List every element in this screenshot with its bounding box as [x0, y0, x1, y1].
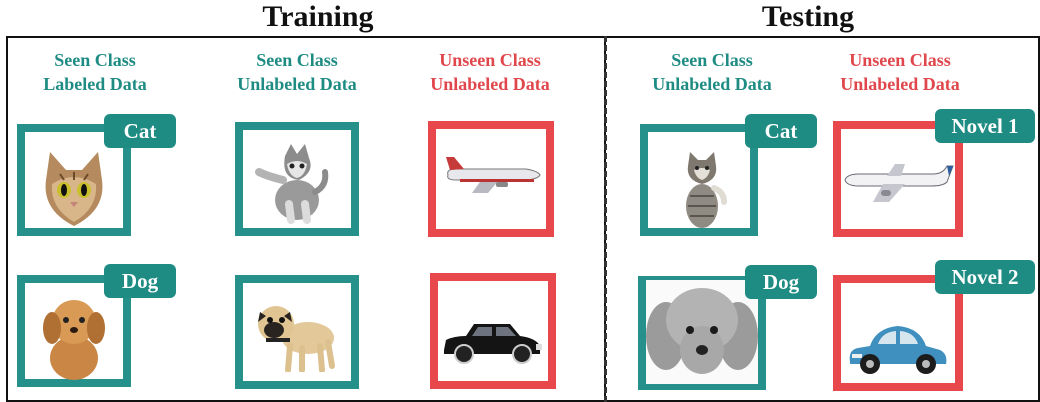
dog-label-tag: Dog [104, 264, 176, 298]
fluffy-puppy-image [43, 300, 105, 380]
test-novel1-box [833, 121, 963, 237]
labeled-dog-box [17, 275, 131, 387]
vintage-car-image [444, 324, 542, 364]
test-dog-tag: Dog [745, 265, 817, 299]
testing-title: Testing [761, 0, 855, 33]
unseen-car-box [430, 273, 556, 389]
playing-kitten-image [255, 144, 329, 224]
test-cat-box [640, 124, 758, 236]
test-novel2-box [833, 275, 963, 391]
pug-image [258, 306, 335, 372]
jet-airplane-image [844, 164, 954, 202]
unlabeled-cat-box [235, 122, 359, 236]
train-test-divider [604, 36, 607, 402]
training-title: Training [262, 0, 374, 33]
unlabeled-pug-box [235, 275, 359, 389]
sitting-tabby-image [686, 152, 727, 228]
novel1-tag: Novel 1 [935, 109, 1035, 143]
test-cat-tag: Cat [745, 114, 817, 148]
unseen-airplane-box [428, 121, 554, 237]
cat-face-image [45, 152, 103, 226]
cat-label-tag: Cat [104, 114, 176, 148]
blue-car-image [849, 326, 947, 374]
grey-poodle-image [646, 280, 758, 384]
labeled-cat-box [17, 124, 131, 236]
airplane-image [446, 157, 541, 193]
novel2-tag: Novel 2 [935, 260, 1035, 294]
